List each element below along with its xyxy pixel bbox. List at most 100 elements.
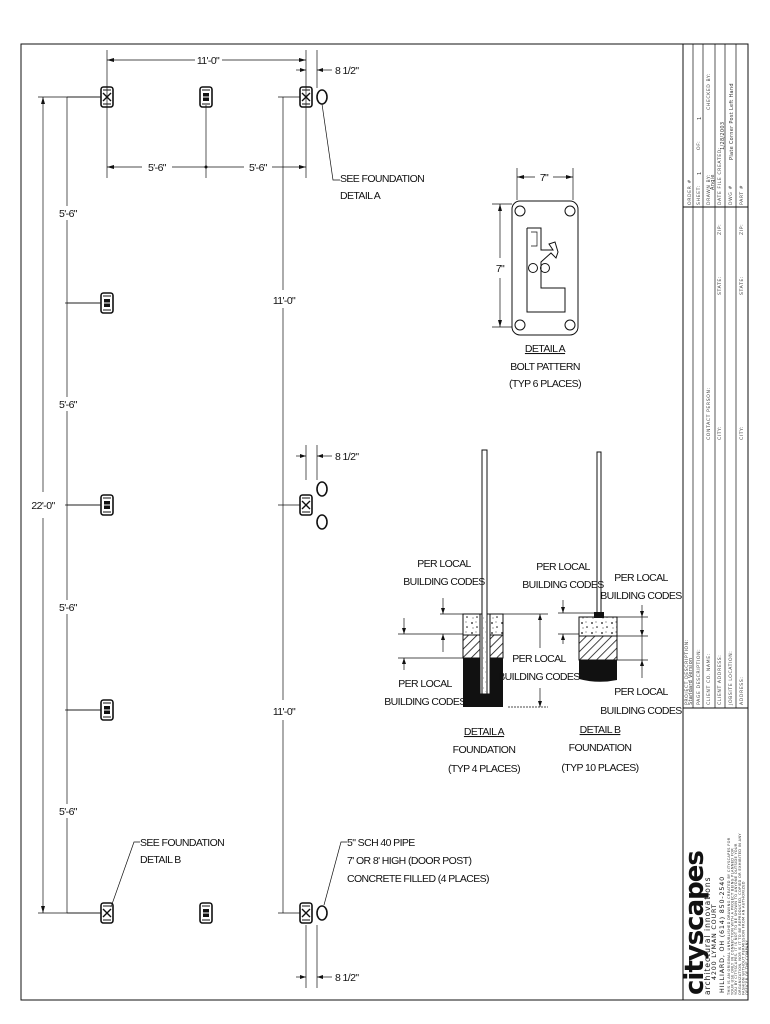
title-block-zip-label: ZIP: bbox=[739, 224, 745, 235]
dim-label: 7" bbox=[496, 263, 505, 275]
title-block-of-label: OF: bbox=[696, 141, 702, 150]
callout-line: 5" SCH 40 PIPE bbox=[347, 837, 415, 849]
label-line: BUILDING CODES bbox=[498, 671, 580, 683]
callout-see-detail-a: SEE FOUNDATION DETAIL A bbox=[321, 103, 425, 202]
label-line: PER LOCAL bbox=[614, 686, 668, 698]
dim-label: 7" bbox=[540, 172, 549, 184]
dim-label: 11'-0" bbox=[273, 706, 296, 718]
company-logo: cityscapes bbox=[680, 851, 710, 995]
disclaimer-line: ORGANIZATION, NOR IS IT TO BE REPRODUCED… bbox=[738, 833, 742, 995]
drawing-border bbox=[20, 43, 749, 1001]
disclaimer-line: YOU BY CITYSCAPES. IT IS NOT TO BE SHOWN… bbox=[734, 843, 738, 995]
detail-subtitle: FOUNDATION bbox=[569, 742, 632, 754]
title-block-date-label: DATE FILE CREATED: bbox=[717, 147, 723, 205]
callout-line: CONCRETE FILLED (4 PLACES) bbox=[347, 873, 489, 885]
detail-subtitle: BOLT PATTERN bbox=[510, 361, 580, 373]
title-block-project-desc-value: Standard Version bbox=[688, 657, 694, 705]
bolt-hole bbox=[514, 205, 526, 217]
company-logo-block: cityscapes architectural innovations 420… bbox=[680, 833, 749, 996]
foundation-detail-b: PER LOCAL BUILDING CODES PER LOCAL BUILD… bbox=[522, 451, 683, 774]
title-block-of-value: 1 bbox=[697, 117, 703, 120]
dim-label: 5'-6" bbox=[59, 602, 78, 614]
dim-label: 22'-0" bbox=[31, 500, 55, 512]
company-tagline: architectural innovations bbox=[703, 877, 712, 995]
dimension-top-halves: 5'-6" 5'-6" bbox=[107, 105, 306, 178]
title-block-client-zip-label: ZIP: bbox=[717, 224, 723, 235]
detail-note: (TYP 4 PLACES) bbox=[448, 763, 520, 775]
label-line: PER LOCAL bbox=[398, 678, 452, 690]
post-plan: 11'-0" 5'-6" 5'-6" 8 1/2" 8 1/2" 8 1 bbox=[31, 50, 490, 988]
gravel-layer bbox=[578, 635, 618, 661]
dim-label: 5'-6" bbox=[249, 162, 268, 174]
post-base-plate bbox=[199, 86, 213, 108]
detail-note: (TYP 6 PLACES) bbox=[509, 378, 581, 390]
callout-line: SEE FOUNDATION bbox=[340, 173, 424, 185]
title-block-drawn-by-label: DRAWN BY: bbox=[706, 174, 712, 205]
dimension-offset-mid: 8 1/2" bbox=[296, 445, 360, 480]
post-profile bbox=[526, 227, 566, 313]
pipe-post-circle bbox=[316, 514, 328, 530]
concrete-layer bbox=[578, 616, 618, 637]
title-block-client-name-label: CLIENT CO. NAME: bbox=[706, 653, 712, 705]
dim-label: 5'-6" bbox=[59, 399, 78, 411]
dim-label: 5'-6" bbox=[59, 208, 78, 220]
title-block-drawn-by-value: Angie bbox=[710, 174, 716, 190]
title-block-sheet-value: 1 bbox=[697, 172, 703, 175]
title-block-state-label: STATE: bbox=[739, 276, 745, 295]
pipe-post-circle bbox=[316, 89, 328, 105]
title-block-order: ORDER # bbox=[687, 179, 693, 205]
dimension-left-segments: 5'-6" 5'-6" 5'-6" 5'-6" bbox=[55, 97, 100, 913]
title-block-client-state-label: STATE: bbox=[717, 276, 723, 295]
bolt-hole bbox=[528, 263, 538, 273]
bolt-hole bbox=[564, 205, 576, 217]
disclaimer-line: YOUR USE ONLY IN CONNECTION WITH A PROJE… bbox=[731, 848, 735, 995]
bolt-pattern-detail: 7" 7" DETAIL A BOLT PATTERN (TYP 6 PLACE… bbox=[492, 168, 582, 390]
detail-title: DETAIL B bbox=[580, 724, 621, 736]
callout-pipe: 5" SCH 40 PIPE 7' OR 8' HIGH (DOOR POST)… bbox=[323, 837, 490, 906]
soil bbox=[579, 660, 617, 682]
label-line: PER LOCAL bbox=[512, 653, 566, 665]
bolt-hole bbox=[564, 319, 576, 331]
dimension-top-overall: 11'-0" bbox=[106, 50, 307, 178]
base-plate bbox=[594, 612, 604, 618]
detail-subtitle: FOUNDATION bbox=[453, 744, 516, 756]
dimension-right: 11'-0" 11'-0" bbox=[273, 96, 300, 914]
post-base-plate bbox=[199, 902, 213, 924]
label-line: PER LOCAL bbox=[536, 561, 590, 573]
callout-see-detail-b: SEE FOUNDATION DETAIL B bbox=[110, 837, 225, 908]
pipe-post bbox=[481, 449, 488, 695]
base-plate bbox=[511, 200, 579, 336]
disclaimer-line: THIS IS AN ORIGINAL UNPUBLISHED DRAWING … bbox=[727, 837, 731, 996]
dim-label: 8 1/2" bbox=[335, 451, 359, 463]
title-block-address-label: ADDRESS: bbox=[739, 677, 745, 706]
label-line: PER LOCAL bbox=[614, 572, 668, 584]
dim-label: 11'-0" bbox=[197, 55, 220, 67]
dimension-offset-bottom: 8 1/2" bbox=[296, 925, 360, 988]
pipe-post-circle bbox=[316, 481, 328, 497]
callout-line: DETAIL B bbox=[140, 854, 181, 866]
dim-label: 8 1/2" bbox=[335, 65, 359, 77]
post-base-plate bbox=[299, 494, 313, 516]
title-block-date-value: 1/28/2003 bbox=[720, 122, 726, 150]
pipe-post-circle bbox=[316, 905, 328, 921]
detail-note: (TYP 10 PLACES) bbox=[561, 762, 638, 774]
dim-label: 5'-6" bbox=[148, 162, 167, 174]
foundation-detail-a: PER LOCAL BUILDING CODES PER LOCAL BUILD… bbox=[384, 449, 581, 775]
dim-label: 11'-0" bbox=[273, 295, 296, 307]
title-block-city-label: CITY: bbox=[739, 426, 745, 440]
title-block-part-label: PART # bbox=[739, 185, 745, 205]
disclaimer-line: FASHION WITHOUT PERMISSION FROM AN AUTHO… bbox=[741, 881, 745, 995]
bolt-hole bbox=[540, 263, 550, 273]
title-block-page-desc-label: PAGE DESCRIPTION: bbox=[696, 649, 702, 705]
title-block-client-city-label: CITY: bbox=[717, 426, 723, 440]
label-line: BUILDING CODES bbox=[600, 590, 682, 602]
dimension-offset-top: 8 1/2" bbox=[296, 50, 360, 88]
label-line: PER LOCAL bbox=[417, 558, 471, 570]
dimension-left-overall: 22'-0" bbox=[31, 96, 100, 914]
callout-line: SEE FOUNDATION bbox=[140, 837, 224, 849]
title-block-dwg-label: DWG # bbox=[728, 185, 734, 205]
detail-title: DETAIL A bbox=[525, 343, 566, 355]
